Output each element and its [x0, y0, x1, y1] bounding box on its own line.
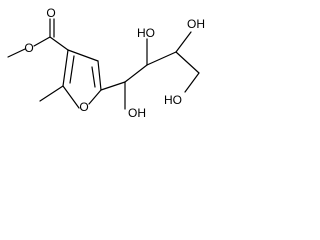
- ring-c5-oxygen-bond: [88, 89, 102, 105]
- c4-terminal-bond: [184, 72, 200, 93]
- methyl-c2-bond: [39, 85, 64, 102]
- ring-oxygen-label: O: [79, 100, 88, 114]
- molecule-structure: O O O OH HO OH HO: [7, 6, 205, 120]
- ring-c4-c5-inner-bond: [91, 66, 96, 88]
- atom-label-layer: O O O OH HO OH HO: [24, 6, 205, 120]
- carbonyl-oxygen-label: O: [46, 6, 55, 20]
- hydroxyl-c1-label: OH: [128, 106, 146, 120]
- ester-oxygen-label: O: [24, 41, 33, 55]
- ring-c2-c3-bond: [62, 49, 69, 87]
- hydroxyl-c4-label: HO: [164, 93, 182, 107]
- ester-oxygen-bond: [33, 36, 51, 47]
- molecule-canvas: O O O OH HO OH HO: [0, 0, 276, 138]
- c3-c4-bond: [175, 51, 200, 74]
- c2-c3-bond: [146, 51, 177, 66]
- side-chain-c1-bond: [100, 81, 126, 91]
- ring-oxygen-c2-bond: [62, 85, 80, 109]
- carbonyl-ring-bond: [49, 36, 69, 51]
- c1-c2-bond: [124, 64, 148, 83]
- c3-hydroxyl-bond: [175, 31, 192, 53]
- methyl-ester-bond: [7, 48, 26, 58]
- bond-layer: [7, 18, 200, 110]
- hydroxyl-c2-label: HO: [137, 26, 155, 40]
- ring-c4-c5-bond: [97, 60, 102, 91]
- ring-c2-c3-inner-bond: [69, 55, 75, 84]
- hydroxyl-c3-label: OH: [187, 17, 205, 31]
- ring-c3-c4-bond: [67, 49, 99, 62]
